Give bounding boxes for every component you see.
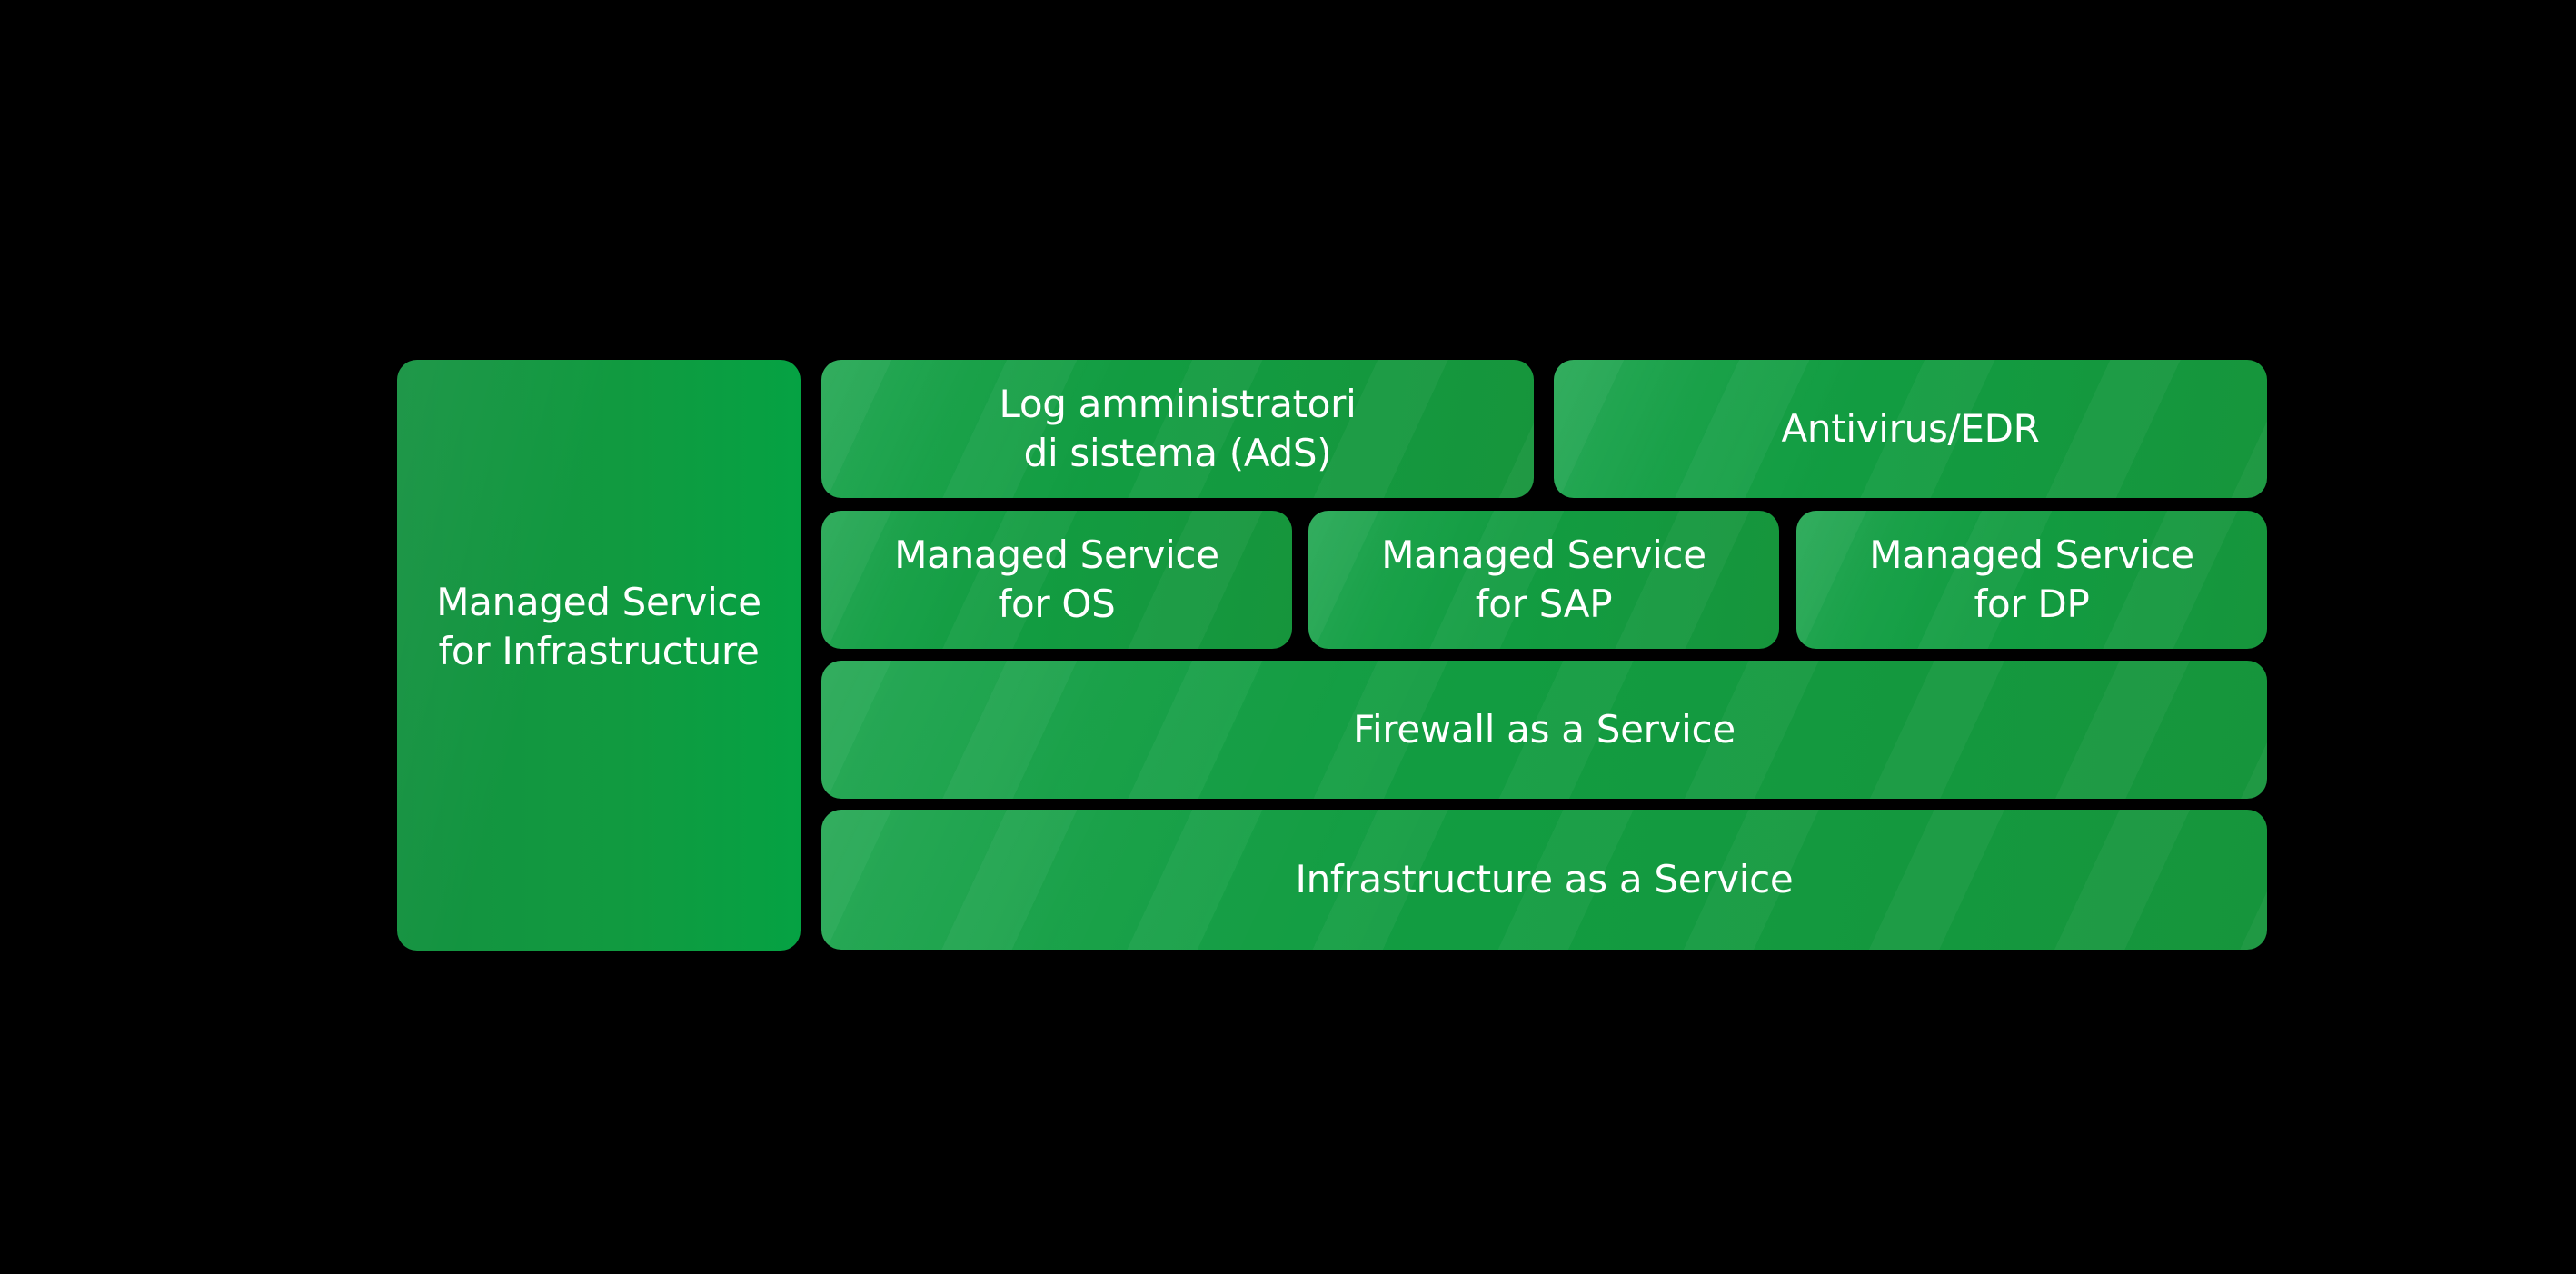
log-ads-line2: di sistema (AdS) [1023, 431, 1332, 475]
managed-service-infrastructure-line1: Managed Service [436, 580, 761, 624]
managed-service-os-block: Managed Service for OS [821, 511, 1292, 649]
infrastructure-as-a-service-label: Infrastructure as a Service [1295, 857, 1794, 901]
managed-service-dp-block: Managed Service for DP [1796, 511, 2267, 649]
log-ads-line1: Log amministratori [999, 382, 1357, 426]
managed-service-os-line1: Managed Service [894, 532, 1219, 577]
antivirus-edr-label: Antivirus/EDR [1781, 406, 2040, 451]
managed-service-infrastructure-block: Managed Service for Infrastructure [397, 360, 801, 951]
managed-service-os-line2: for OS [998, 582, 1116, 626]
managed-service-infrastructure-line2: for Infrastructure [438, 629, 760, 673]
infrastructure-as-a-service-block: Infrastructure as a Service [821, 810, 2267, 950]
firewall-as-a-service-label: Firewall as a Service [1353, 707, 1736, 751]
managed-service-sap-block: Managed Service for SAP [1308, 511, 1779, 649]
managed-service-sap-line2: for SAP [1475, 582, 1613, 626]
managed-service-sap-line1: Managed Service [1381, 532, 1706, 577]
firewall-as-a-service-block: Firewall as a Service [821, 661, 2267, 799]
managed-service-os-label: Managed Service for OS [894, 531, 1219, 629]
log-ads-label: Log amministratori di sistema (AdS) [1000, 380, 1357, 478]
antivirus-edr-block: Antivirus/EDR [1554, 360, 2267, 498]
managed-service-dp-line2: for DP [1974, 582, 2090, 626]
managed-service-dp-label: Managed Service for DP [1869, 531, 2194, 629]
log-ads-block: Log amministratori di sistema (AdS) [821, 360, 1534, 498]
managed-service-sap-label: Managed Service for SAP [1381, 531, 1706, 629]
managed-service-dp-line1: Managed Service [1869, 532, 2194, 577]
managed-service-infrastructure-label: Managed Service for Infrastructure [436, 578, 761, 676]
